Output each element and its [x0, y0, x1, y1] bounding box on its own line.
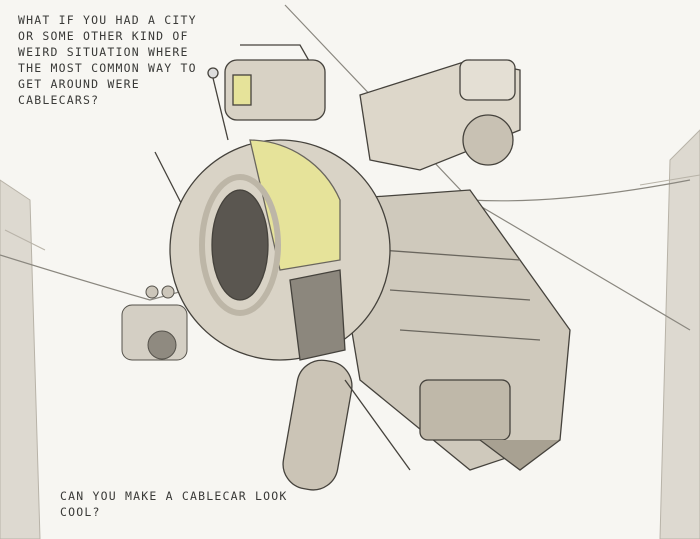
- caption-question-city: What if you had a city or some other kin…: [18, 13, 197, 107]
- main-cablecar: [154, 44, 571, 491]
- caption-question-cool: Can you make a cablecar look cool?: [60, 489, 288, 519]
- distant-cablecar: [121, 285, 188, 361]
- right-pole: [639, 129, 700, 539]
- left-pole: [0, 179, 46, 539]
